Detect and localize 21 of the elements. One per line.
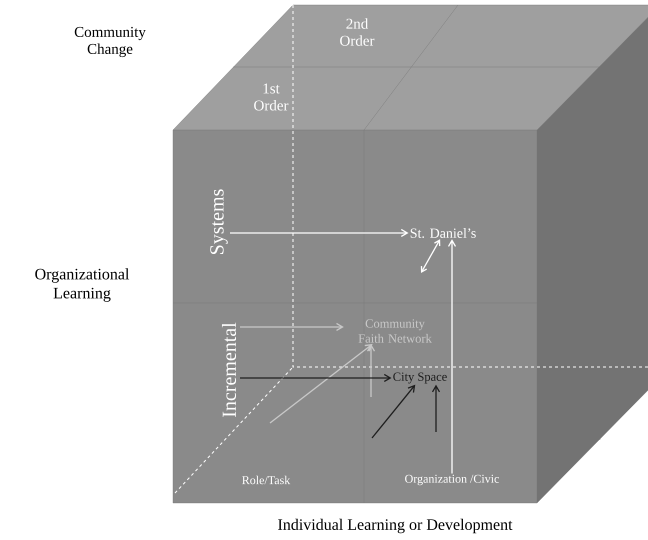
cell-label: 2nd Order xyxy=(340,18,374,46)
arrow xyxy=(270,344,373,424)
row-label: Incremental xyxy=(222,322,236,418)
node-label: City Space xyxy=(393,372,447,384)
arrow xyxy=(230,228,409,238)
column-label: Role/Task xyxy=(242,476,290,484)
arrow xyxy=(366,344,376,397)
arrow xyxy=(448,239,456,474)
row-label: Systems xyxy=(210,189,228,254)
column-label: Organization /Civic xyxy=(405,474,500,486)
axis-label: Individual Learning or Development xyxy=(278,518,512,534)
arrow xyxy=(240,374,392,382)
arrow xyxy=(420,239,440,273)
axis-label: Community Change xyxy=(74,26,146,58)
axis-label: Organizational Learning xyxy=(35,268,130,302)
arrow xyxy=(432,384,440,432)
cell-label: 1st Order xyxy=(254,83,288,111)
node-label: St. Daniel’s xyxy=(410,228,476,238)
arrow xyxy=(372,384,416,438)
arrow xyxy=(240,322,344,332)
node-label: Community Faith Network xyxy=(358,319,432,343)
